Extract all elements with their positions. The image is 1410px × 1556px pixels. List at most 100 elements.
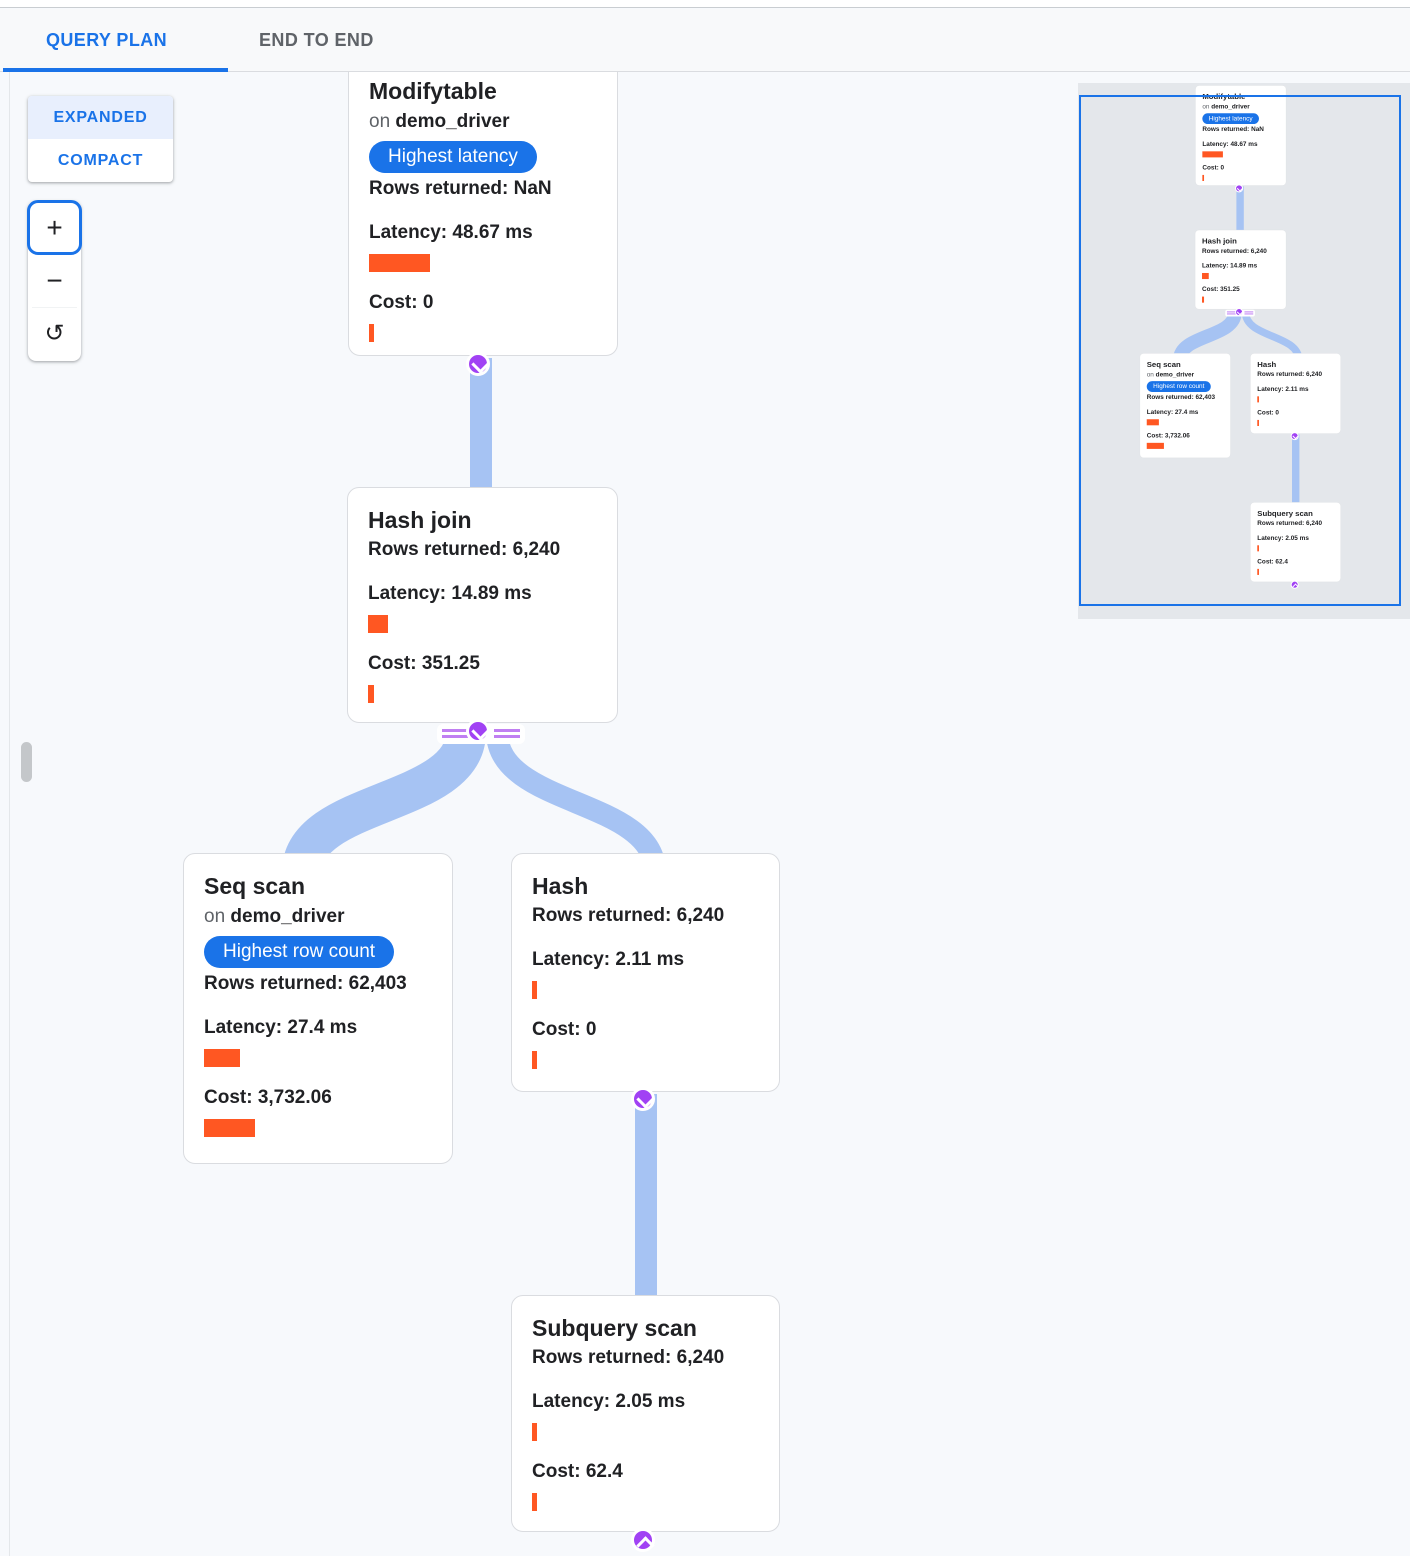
mini-rows-returned: Rows returned: 6,240 [1257, 370, 1323, 378]
tab-query-plan[interactable]: QUERY PLAN [0, 9, 228, 72]
mini-highest-latency-badge: Highest latency [1202, 113, 1259, 125]
mini-collapse-chevron-modifytable [1235, 184, 1244, 193]
node-title: Seq scan [204, 873, 305, 899]
mini-rows-returned: Rows returned: NaN [1202, 125, 1264, 133]
cost-value: Cost: 0 [369, 292, 434, 313]
latency-bar [204, 1049, 240, 1067]
mini-latency-bar [1146, 419, 1159, 426]
mini-collapse-chevron-hash [1290, 432, 1299, 441]
mini-latency-bar [1257, 396, 1259, 403]
highest-row-count-badge: Highest row count [204, 936, 395, 968]
zoom-in-button[interactable]: + [27, 200, 82, 255]
mini-latency-value: Latency: 27.4 ms [1146, 408, 1199, 416]
rows-returned: Rows returned: 62,403 [204, 973, 407, 994]
latency-value: Latency: 27.4 ms [204, 1017, 358, 1038]
cost-bar [532, 1493, 537, 1511]
mini-on-prefix: on [1202, 103, 1210, 111]
rows-returned: Rows returned: 6,240 [368, 539, 561, 560]
mini-table-name: demo_driver [1211, 103, 1250, 111]
latency-value: Latency: 2.05 ms [532, 1391, 686, 1412]
mini-cost-value: Cost: 351.25 [1202, 285, 1240, 293]
left-panel-divider [9, 72, 10, 1556]
collapse-chevron-modifytable[interactable] [466, 352, 490, 376]
window-top-strip [0, 0, 1410, 8]
on-prefix: on [204, 906, 226, 927]
mini-cost-value: Cost: 62.4 [1257, 558, 1288, 566]
plan-node-seq-scan[interactable]: Seq scan on demo_driver Highest row coun… [183, 853, 453, 1164]
mini-node-table-line: on demo_driver [1147, 370, 1224, 379]
compact-button[interactable]: COMPACT [57, 151, 144, 169]
mini-node-table-line: on demo_driver [1202, 102, 1279, 111]
active-tab-indicator [3, 68, 228, 72]
zoom-panel-divider [32, 307, 77, 308]
mini-latency-bar [1257, 545, 1259, 552]
zoom-out-button[interactable]: − [28, 254, 81, 307]
tab-end-to-end-label: END TO END [259, 29, 374, 50]
node-title: Hash join [368, 507, 472, 533]
mini-cost-bar [1202, 174, 1205, 181]
mini-cost-value: Cost: 3,732.06 [1146, 432, 1190, 440]
mini-latency-value: Latency: 2.05 ms [1257, 534, 1309, 542]
mini-collapse-chevron-hash-join [1235, 308, 1244, 317]
minimap[interactable]: Modifytable on demo_driver Highest laten… [1078, 83, 1410, 619]
mini-latency-bar [1202, 272, 1209, 280]
edge-hashjoin-seqscan [282, 729, 486, 875]
latency-value: Latency: 48.67 ms [369, 222, 533, 243]
mini-cost-bar [1202, 296, 1205, 303]
minimap-diagram: Modifytable on demo_driver Highest laten… [1078, 85, 1348, 616]
tab-query-plan-label: QUERY PLAN [46, 29, 168, 50]
node-title: Modifytable [369, 78, 497, 104]
mini-cost-bar [1257, 419, 1259, 426]
cost-value: Cost: 0 [532, 1019, 597, 1040]
latency-bar [532, 981, 537, 999]
plan-edges [282, 358, 666, 1312]
plan-node-hash[interactable]: Hash Rows returned: 6,240 Latency: 2.11 … [511, 853, 780, 1092]
table-name: demo_driver [395, 111, 510, 132]
cost-value: Cost: 351.25 [368, 653, 480, 674]
mini-node-title: Subquery scan [1257, 508, 1313, 518]
reset-zoom-button[interactable]: ↺ [28, 308, 81, 361]
cost-value: Cost: 62.4 [532, 1461, 623, 1482]
collapse-chevron-hash-join[interactable] [466, 719, 490, 743]
mini-edge-hashjoin-hash [1241, 311, 1303, 361]
vertical-scrollbar-thumb[interactable] [21, 742, 32, 782]
mini-rows-returned: Rows returned: 62,403 [1146, 393, 1216, 401]
expanded-button[interactable]: EXPANDED [28, 96, 173, 139]
cost-bar [368, 685, 374, 703]
layout-toggle: EXPANDED COMPACT [28, 96, 173, 182]
mini-plan-node-hash-join: Hash join Rows returned: 6,240 Latency: … [1194, 229, 1287, 310]
on-prefix: on [369, 111, 391, 132]
highest-latency-badge: Highest latency [369, 141, 537, 173]
mini-on-prefix: on [1146, 371, 1154, 379]
plan-node-subquery-scan[interactable]: Subquery scan Rows returned: 6,240 Laten… [511, 1295, 780, 1532]
plan-node-modifytable[interactable]: Modifytable on demo_driver Highest laten… [348, 72, 618, 356]
mini-latency-value: Latency: 14.89 ms [1202, 262, 1258, 270]
latency-bar [368, 615, 388, 633]
table-name: demo_driver [230, 906, 345, 927]
query-plan-canvas[interactable]: Modifytable on demo_driver Highest laten… [0, 72, 1410, 1556]
mini-cost-value: Cost: 0 [1257, 409, 1279, 417]
cost-bar [204, 1119, 255, 1137]
mini-plan-edges [1173, 186, 1303, 508]
collapse-chevron-hash[interactable] [631, 1087, 655, 1111]
tab-end-to-end[interactable]: END TO END [213, 9, 420, 71]
mini-rows-returned: Rows returned: 6,240 [1257, 519, 1323, 527]
mini-node-title: Hash join [1202, 236, 1237, 246]
mini-plan-node-seq-scan: Seq scan on demo_driver Highest row coun… [1139, 353, 1231, 459]
minimap-viewport[interactable] [1079, 95, 1401, 606]
mini-node-title: Hash [1257, 359, 1277, 369]
rows-returned: Rows returned: 6,240 [532, 1347, 725, 1368]
reset-icon: ↺ [44, 319, 65, 347]
plan-diagram: Modifytable on demo_driver Highest laten… [0, 72, 800, 1556]
plan-node-hash-join[interactable]: Hash join Rows returned: 6,240 Latency: … [347, 487, 618, 723]
mini-rows-returned: Rows returned: 6,240 [1202, 247, 1267, 255]
node-title: Hash [532, 873, 589, 899]
mini-plan-node-modifytable: Modifytable on demo_driver Highest laten… [1195, 85, 1287, 186]
mini-plan-node-hash: Hash Rows returned: 6,240 Latency: 2.11 … [1250, 353, 1341, 434]
expand-chevron-subquery-scan[interactable] [631, 1528, 655, 1552]
mini-node-title: Seq scan [1146, 359, 1181, 369]
tab-bar: QUERY PLAN END TO END [0, 9, 1410, 72]
mini-latency-value: Latency: 2.11 ms [1257, 385, 1309, 393]
node-table-line: on demo_driver [369, 108, 597, 136]
latency-bar [532, 1423, 537, 1441]
